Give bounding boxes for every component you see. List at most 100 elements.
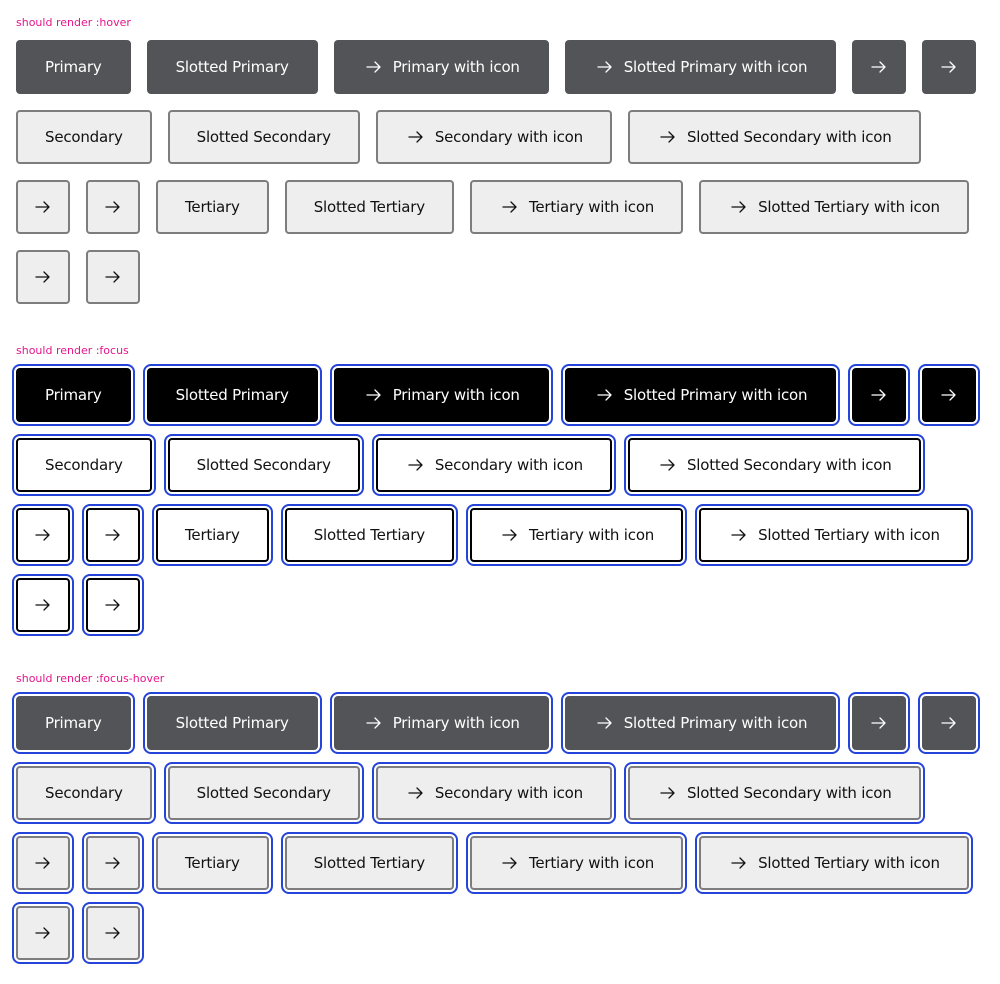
arrow-right-icon [938,712,960,734]
button-label: Tertiary [185,526,240,544]
primary-icon-only-button[interactable] [852,40,907,94]
arrow-right-icon [363,56,385,78]
slotted-tertiary-icon-only-button[interactable] [82,574,144,636]
secondary-icon-only-button[interactable] [12,832,74,894]
tertiary-button[interactable]: Tertiary [152,832,273,894]
button-label: Tertiary [185,198,240,216]
arrow-right-icon [32,266,54,288]
tertiary-with-icon-button[interactable]: Tertiary with icon [465,504,688,566]
button-label: Slotted Tertiary [313,526,425,544]
slotted-tertiary-icon-only-button[interactable] [86,250,140,304]
arrow-right-icon [102,524,124,546]
button-label: Secondary with icon [434,784,583,802]
arrow-right-icon [32,852,54,874]
arrow-right-icon [499,196,521,218]
tertiary-icon-only-button[interactable] [86,180,140,234]
secondary-icon-only-button[interactable] [12,504,74,566]
primary-with-icon-button[interactable]: Primary with icon [329,364,553,426]
primary-button[interactable]: Primary [16,40,131,94]
button-label: Secondary with icon [434,456,583,474]
primary-with-icon-button[interactable]: Primary with icon [333,40,549,94]
secondary-with-icon-button[interactable]: Secondary with icon [371,434,616,496]
slotted-secondary-button[interactable]: Slotted Secondary [163,762,364,824]
button-label: Primary [45,386,102,404]
button-label: Slotted Tertiary with icon [758,854,940,872]
slotted-primary-with-icon-button[interactable]: Slotted Primary with icon [564,40,837,94]
secondary-icon-only-button[interactable] [16,180,70,234]
slotted-primary-with-icon-button[interactable]: Slotted Primary with icon [560,364,841,426]
tertiary-button[interactable]: Tertiary [152,504,273,566]
secondary-with-icon-button[interactable]: Secondary with icon [371,762,616,824]
slotted-secondary-with-icon-button[interactable]: Slotted Secondary with icon [623,762,925,824]
arrow-right-icon [728,852,750,874]
secondary-with-icon-button[interactable]: Secondary with icon [375,110,612,164]
button-label: Slotted Primary [175,58,289,76]
arrow-right-icon [657,126,679,148]
slotted-primary-icon-only-button[interactable] [918,692,981,754]
secondary-button[interactable]: Secondary [12,762,156,824]
arrow-right-icon [728,524,750,546]
primary-button[interactable]: Primary [12,692,135,754]
slotted-secondary-button[interactable]: Slotted Secondary [167,110,360,164]
slotted-secondary-button[interactable]: Slotted Secondary [163,434,364,496]
tertiary-button[interactable]: Tertiary [156,180,269,234]
arrow-right-icon [657,454,679,476]
slotted-secondary-icon-only-button[interactable] [16,250,70,304]
arrow-right-icon [102,852,124,874]
primary-icon-only-button[interactable] [848,692,911,754]
slotted-tertiary-with-icon-button[interactable]: Slotted Tertiary with icon [699,180,969,234]
arrow-right-icon [405,126,427,148]
primary-with-icon-button[interactable]: Primary with icon [329,692,553,754]
button-label: Slotted Secondary with icon [686,456,892,474]
button-label: Primary [45,714,102,732]
arrow-right-icon [868,712,890,734]
slotted-secondary-with-icon-button[interactable]: Slotted Secondary with icon [623,434,925,496]
primary-button[interactable]: Primary [12,364,135,426]
arrow-right-icon [32,524,54,546]
slotted-tertiary-with-icon-button[interactable]: Slotted Tertiary with icon [695,504,973,566]
secondary-button[interactable]: Secondary [12,434,156,496]
button-label: Primary [45,58,102,76]
tertiary-icon-only-button[interactable] [82,832,144,894]
slotted-tertiary-button[interactable]: Slotted Tertiary [284,180,454,234]
button-label: Slotted Secondary [196,456,331,474]
primary-icon-only-button[interactable] [848,364,911,426]
slotted-primary-button[interactable]: Slotted Primary [142,364,322,426]
slotted-secondary-icon-only-button[interactable] [12,574,74,636]
slotted-primary-with-icon-button[interactable]: Slotted Primary with icon [560,692,841,754]
arrow-right-icon [499,852,521,874]
slotted-secondary-with-icon-button[interactable]: Slotted Secondary with icon [627,110,921,164]
secondary-button[interactable]: Secondary [16,110,152,164]
tertiary-with-icon-button[interactable]: Tertiary with icon [469,180,684,234]
slotted-primary-icon-only-button[interactable] [922,40,977,94]
arrow-right-icon [102,922,124,944]
button-label: Slotted Primary with icon [623,714,808,732]
section-label: should render :focus-hover [16,672,165,685]
arrow-right-icon [32,594,54,616]
button-label: Slotted Primary with icon [623,58,808,76]
slotted-tertiary-button[interactable]: Slotted Tertiary [280,504,458,566]
button-label: Secondary [45,128,123,146]
slotted-tertiary-button[interactable]: Slotted Tertiary [280,832,458,894]
arrow-right-icon [938,56,960,78]
slotted-tertiary-with-icon-button[interactable]: Slotted Tertiary with icon [695,832,973,894]
button-label: Slotted Primary [175,386,289,404]
tertiary-with-icon-button[interactable]: Tertiary with icon [465,832,688,894]
button-label: Slotted Tertiary [313,854,425,872]
button-label: Primary with icon [392,386,520,404]
arrow-right-icon [405,782,427,804]
arrow-right-icon [405,454,427,476]
tertiary-icon-only-button[interactable] [82,504,144,566]
button-label: Tertiary [185,854,240,872]
arrow-right-icon [868,384,890,406]
slotted-secondary-icon-only-button[interactable] [12,902,74,964]
arrow-right-icon [728,196,750,218]
slotted-primary-icon-only-button[interactable] [918,364,981,426]
button-label: Primary with icon [392,58,520,76]
slotted-tertiary-icon-only-button[interactable] [82,902,144,964]
arrow-right-icon [938,384,960,406]
slotted-primary-button[interactable]: Slotted Primary [146,40,318,94]
slotted-primary-button[interactable]: Slotted Primary [142,692,322,754]
